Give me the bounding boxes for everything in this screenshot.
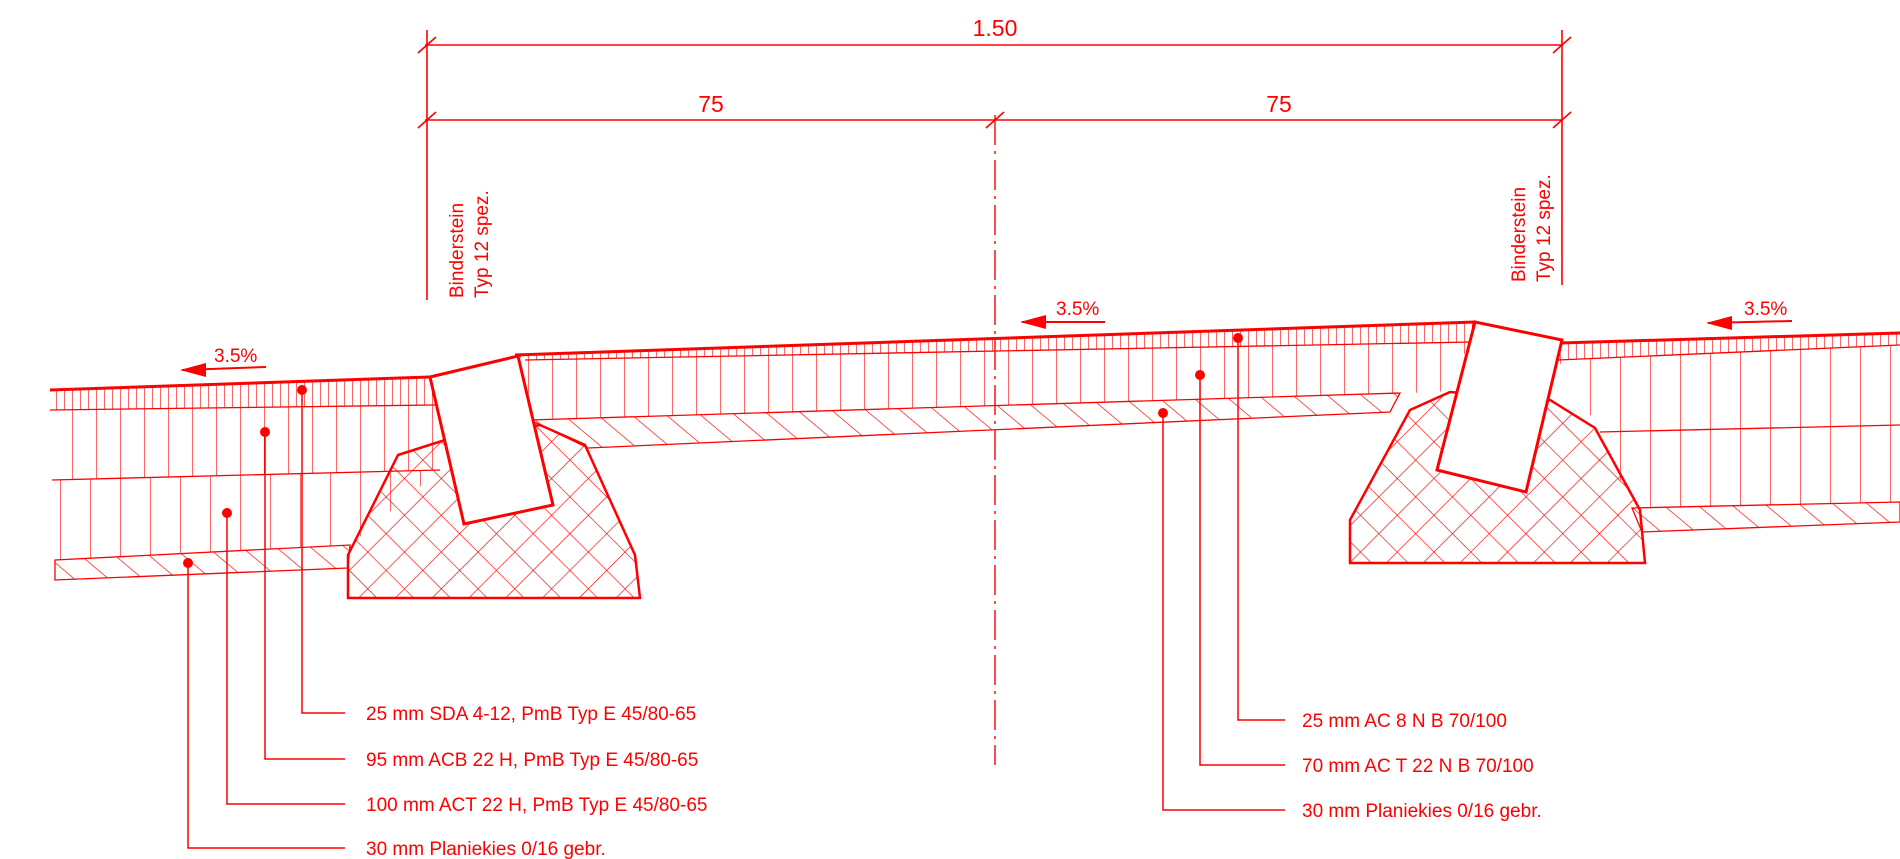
- layer-left-2: 95 mm ACB 22 H, PmB Typ E 45/80-65: [366, 750, 698, 771]
- left-half-dimension-label: 75: [698, 91, 724, 117]
- binderstein-left-label: Binderstein Typ 12 spez.: [447, 190, 493, 298]
- layer-right-3: 30 mm Planiekies 0/16 gebr.: [1302, 801, 1542, 822]
- layer-left-1: 25 mm SDA 4-12, PmB Typ E 45/80-65: [366, 704, 696, 725]
- slope-indicators: [180, 315, 1793, 377]
- left-leader-lines: [183, 385, 345, 849]
- dimension-lines: [417, 30, 1572, 300]
- slope-label-center: 3.5%: [1056, 299, 1099, 320]
- right-half-dimension-label: 75: [1266, 91, 1292, 117]
- svg-text:Typ 12 spez.: Typ 12 spez.: [472, 190, 493, 298]
- layer-left-3: 100 mm ACT 22 H, PmB Typ E 45/80-65: [366, 795, 707, 816]
- left-curb-stone: [428, 354, 555, 526]
- right-pavement: [1557, 331, 1900, 533]
- middle-pavement: [514, 320, 1476, 449]
- layer-right-2: 70 mm AC T 22 N B 70/100: [1302, 756, 1534, 777]
- right-curb-stone: [1435, 320, 1564, 494]
- slope-label-left: 3.5%: [214, 346, 257, 367]
- total-dimension-label: 1.50: [973, 15, 1018, 41]
- right-leader-lines: [1158, 333, 1285, 811]
- svg-text:Binderstein: Binderstein: [1509, 187, 1530, 282]
- left-pavement: [49, 375, 441, 581]
- layer-left-4: 30 mm Planiekies 0/16 gebr.: [366, 839, 606, 859]
- layer-right-1: 25 mm AC 8 N B 70/100: [1302, 711, 1507, 732]
- svg-text:Binderstein: Binderstein: [447, 203, 468, 298]
- binderstein-right-label: Binderstein Typ 12 spez.: [1509, 174, 1555, 282]
- slope-label-right: 3.5%: [1744, 299, 1787, 320]
- svg-text:Typ 12 spez.: Typ 12 spez.: [1534, 174, 1555, 282]
